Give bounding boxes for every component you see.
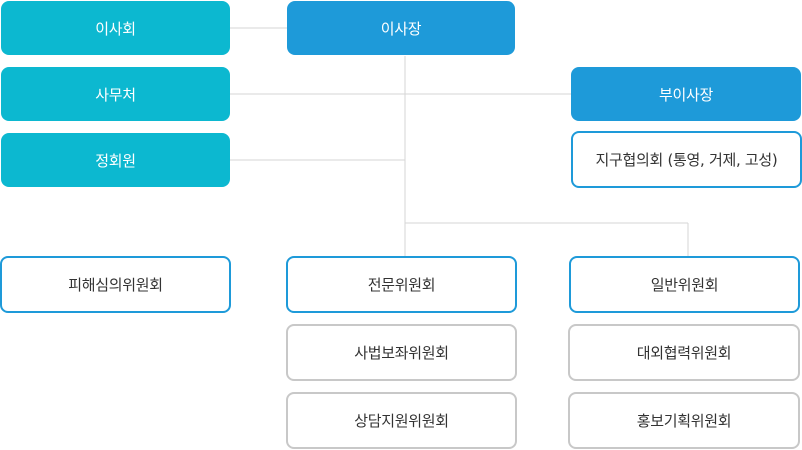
legal-aid-committee-box: 사법보좌위원회 [286,324,517,381]
expert-committee-label: 전문위원회 [367,276,436,294]
chairman-box: 이사장 [287,1,515,55]
district-council-box: 지구협의회 (통영, 거제, 고성) [571,131,802,188]
chairman-label: 이사장 [380,19,422,38]
regular-member-label: 정회원 [95,151,136,170]
board-label: 이사회 [95,19,136,38]
external-cooperation-committee-box: 대외협력위원회 [568,324,800,381]
damage-review-committee-box: 피해심의위원회 [0,256,231,313]
vice-chairman-box: 부이사장 [571,67,801,121]
counseling-support-committee-label: 상담지원위원회 [354,412,449,430]
board-box: 이사회 [1,1,230,55]
secretariat-box: 사무처 [1,67,230,121]
damage-review-committee-label: 피해심의위원회 [68,276,163,294]
expert-committee-box: 전문위원회 [286,256,517,313]
external-cooperation-committee-label: 대외협력위원회 [636,344,732,362]
legal-aid-committee-label: 사법보좌위원회 [354,344,449,362]
public-relations-committee-box: 홍보기획위원회 [568,392,800,449]
vice-chairman-label: 부이사장 [658,85,713,104]
counseling-support-committee-box: 상담지원위원회 [286,392,517,449]
public-relations-committee-label: 홍보기획위원회 [636,412,732,430]
district-council-label: 지구협의회 (통영, 거제, 고성) [595,151,778,169]
secretariat-label: 사무처 [95,85,136,104]
regular-member-box: 정회원 [1,133,230,187]
general-committee-box: 일반위원회 [569,256,800,313]
general-committee-label: 일반위원회 [650,276,719,294]
